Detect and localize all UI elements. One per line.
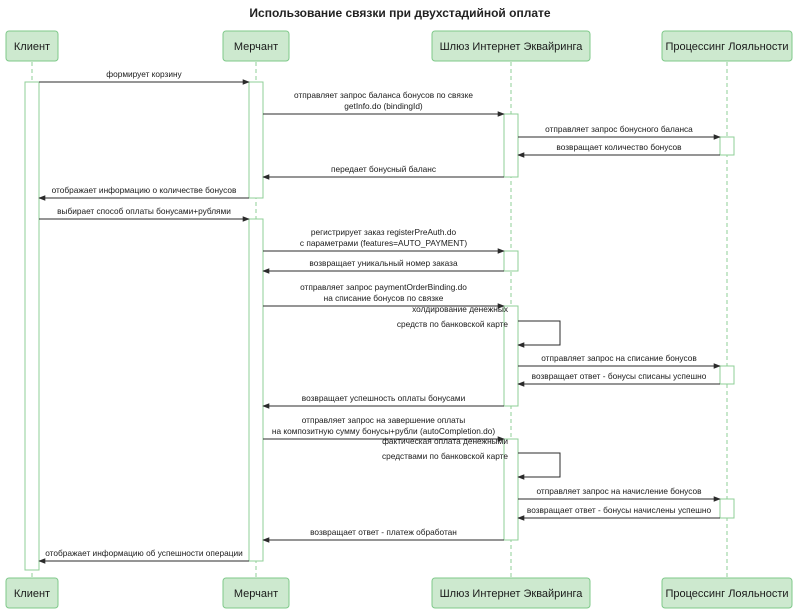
message-label: отображает информацию об успешности опер… [45,548,243,558]
message-label: формирует корзину [106,69,182,79]
message-label: отправляет запрос paymentOrderBinding.do [300,282,467,292]
participant-box-top-gateway [431,30,591,62]
participant-box-bottom-client [5,577,59,609]
participant-label-top-merchant: Мерчант [234,41,278,53]
participant-label-top-client: Клиент [14,41,50,53]
message-label: фактическая оплата денежными [382,436,508,446]
activation-bar [248,218,264,562]
participant-box-top-client [5,30,59,62]
message-label: отправляет запрос бонусного баланса [545,124,693,134]
participant-label-bottom-loyalty: Процессинг Лояльности [665,588,788,600]
message-arrow [517,452,561,480]
participant-box-bottom-loyalty [661,577,793,609]
activation-bar [503,113,519,178]
activation-bar [503,438,519,541]
activation-bar [503,250,519,272]
message-label: возвращает ответ - бонусы начислены успе… [527,505,712,515]
activation-bar [719,136,735,156]
participant-label-top-gateway: Шлюз Интернет Эквайринга [440,41,584,53]
message-label: отправляет запрос на завершение оплаты [302,415,466,425]
participant-box-top-loyalty [661,30,793,62]
message-label: возвращает ответ - бонусы списаны успешн… [532,371,707,381]
message-label: возвращает ответ - платеж обработан [310,527,457,537]
participant-label-bottom-client: Клиент [14,588,50,600]
participant-label-bottom-merchant: Мерчант [234,588,278,600]
activation-bar [719,498,735,519]
diagram-title: Использование связки при двухстадийной о… [249,6,551,20]
message-label: возвращает количество бонусов [556,142,682,152]
message-label: отображает информацию о количестве бонус… [52,185,237,195]
message-label: средств по банковской карте [397,319,509,329]
participant-box-top-merchant [222,30,290,62]
participant-box-bottom-merchant [222,577,290,609]
participant-label-top-loyalty: Процессинг Лояльности [665,41,788,53]
message-label: с параметрами (features=AUTO_PAYMENT) [300,238,467,248]
activation-bar [503,305,519,407]
message-label: на списание бонусов по связке [324,293,444,303]
activation-bar [24,81,40,571]
message-label: отправляет запрос на начисление бонусов [536,486,702,496]
activation-bar [719,365,735,385]
message-label: возвращает успешность оплаты бонусами [302,393,466,403]
message-label: возвращает уникальный номер заказа [309,258,458,268]
message-label: getInfo.do (bindingId) [344,101,423,111]
message-label: регистрирует заказ registerPreAuth.do [311,227,457,237]
message-arrow [517,320,561,348]
message-label: средствами по банковской карте [382,451,508,461]
participant-box-bottom-gateway [431,577,591,609]
message-label: отправляет запрос баланса бонусов по свя… [294,90,473,100]
activation-bar [248,81,264,199]
message-label: отправляет запрос на списание бонусов [541,353,697,363]
message-label: передает бонусный баланс [331,164,436,174]
message-label: холдирование денежных [412,304,509,314]
participant-label-bottom-gateway: Шлюз Интернет Эквайринга [440,588,584,600]
message-label: на композитную сумму бонусы+рубли (autoC… [272,426,496,436]
message-label: выбирает способ оплаты бонусами+рублями [57,206,231,216]
